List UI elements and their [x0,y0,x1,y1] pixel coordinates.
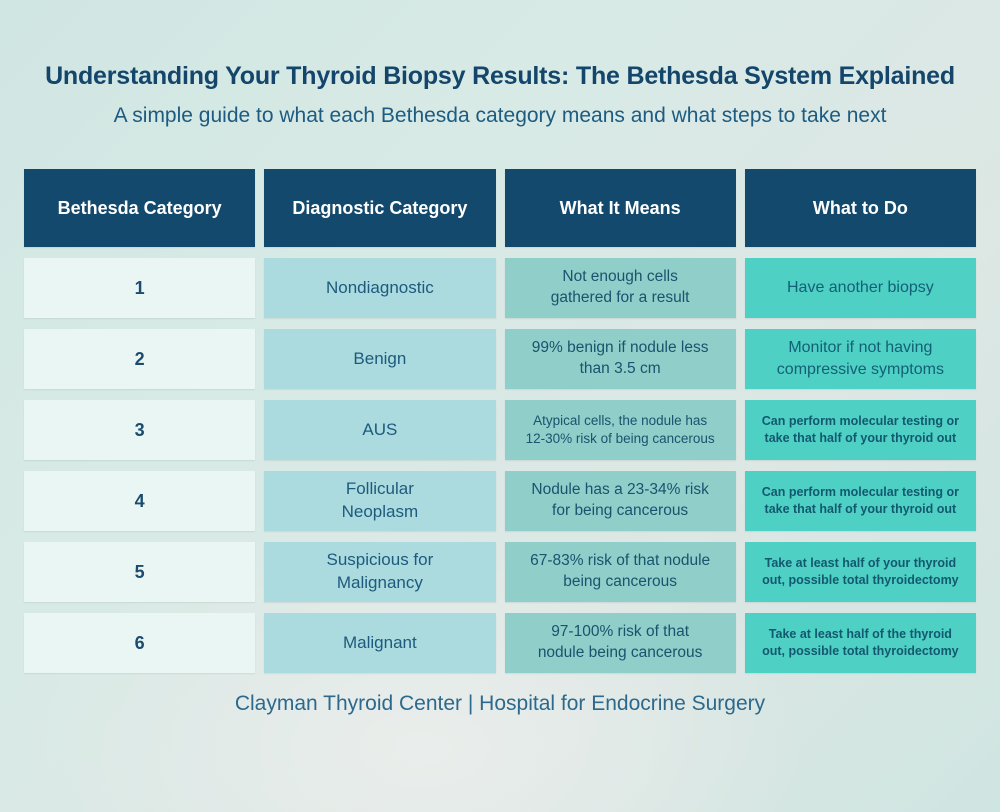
diagnostic-cell-row1: Nondiagnostic [264,258,496,318]
action-cell-row2: Monitor if not having compressive sympto… [744,329,976,389]
meaning-cell-row1: Not enough cells gathered for a result [504,258,736,318]
category-cell-row1: 1 [24,258,256,318]
bethesda-table: Bethesda Category Diagnostic Category Wh… [24,169,976,673]
diagnostic-cell-row2: Benign [264,329,496,389]
category-cell-row2: 2 [24,329,256,389]
category-cell-row3: 3 [24,400,256,460]
header-diagnostic-category: Diagnostic Category [264,169,496,247]
category-cell-row5: 5 [24,542,256,602]
meaning-cell-row2: 99% benign if nodule less than 3.5 cm [504,329,736,389]
category-cell-row6: 6 [24,613,256,673]
diagnostic-cell-row3: AUS [264,400,496,460]
meaning-cell-row3: Atypical cells, the nodule has 12-30% ri… [504,400,736,460]
diagnostic-cell-row5: Suspicious for Malignancy [264,542,496,602]
header-what-it-means: What It Means [504,169,736,247]
action-cell-row1: Have another biopsy [744,258,976,318]
category-cell-row4: 4 [24,471,256,531]
meaning-cell-row4: Nodule has a 23-34% risk for being cance… [504,471,736,531]
meaning-cell-row5: 67-83% risk of that nodule being cancero… [504,542,736,602]
page-footer: Clayman Thyroid Center | Hospital for En… [234,692,766,715]
meaning-cell-row6: 97-100% risk of that nodule being cancer… [504,613,736,673]
page-subtitle: A simple guide to what each Bethesda cat… [113,104,887,127]
action-cell-row4: Can perform molecular testing or take th… [744,471,976,531]
header-what-to-do: What to Do [744,169,976,247]
diagnostic-cell-row6: Malignant [264,613,496,673]
header-bethesda-category: Bethesda Category [24,169,256,247]
action-cell-row5: Take at least half of your thyroid out, … [744,542,976,602]
action-cell-row6: Take at least half of the thyroid out, p… [744,613,976,673]
diagnostic-cell-row4: Follicular Neoplasm [264,471,496,531]
page-title: Understanding Your Thyroid Biopsy Result… [45,62,955,90]
action-cell-row3: Can perform molecular testing or take th… [744,400,976,460]
